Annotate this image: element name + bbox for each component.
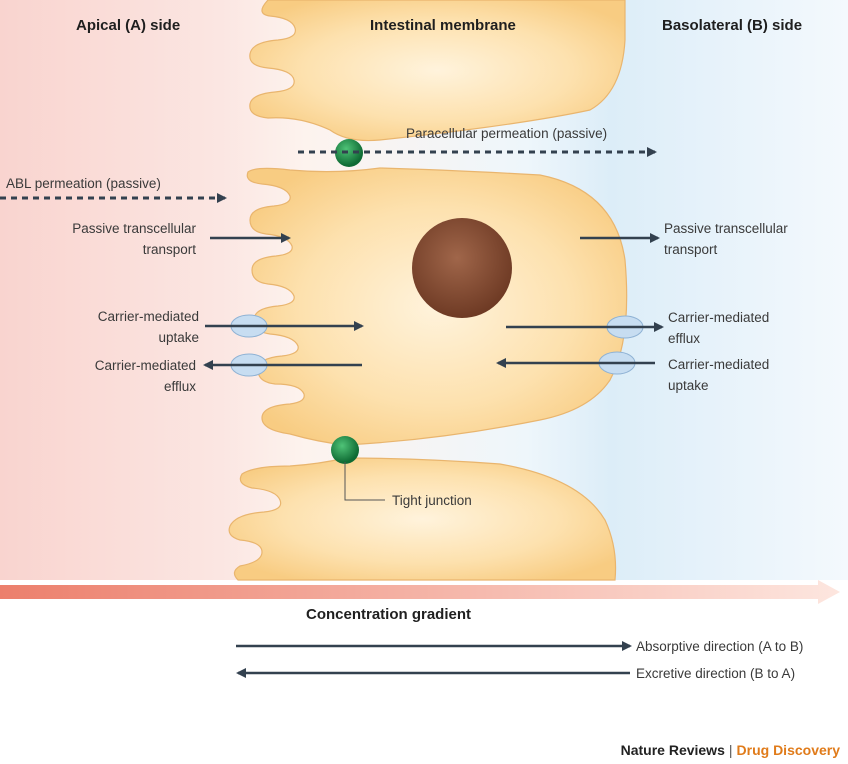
label-carrier-uptake-left-line2: uptake (158, 330, 199, 345)
header-apical: Apical (A) side (76, 17, 180, 34)
tight-junction-leader (344, 462, 385, 501)
header-basolateral: Basolateral (B) side (662, 17, 802, 34)
concentration-gradient-arrow (0, 580, 840, 604)
label-passive-left-line2: transport (143, 242, 197, 257)
label-carrier-uptake-right-line2: uptake (668, 378, 709, 393)
footer-separator: | (728, 742, 733, 758)
label-passive-right-line2: transport (664, 242, 718, 257)
label-absorptive-direction: Absorptive direction (A to B) (636, 639, 803, 654)
tight-junction-bottom (331, 436, 359, 464)
footer-credit: Nature Reviews|Drug Discovery (621, 742, 840, 758)
label-carrier-uptake-left-line1: Carrier-mediated (98, 309, 199, 324)
epithelial-cell-top (249, 0, 626, 142)
label-excretive-direction: Excretive direction (B to A) (636, 666, 795, 681)
nucleus (412, 218, 512, 318)
label-carrier-efflux-left-line1: Carrier-mediated (95, 358, 196, 373)
label-carrier-uptake-right-line1: Carrier-mediated (668, 357, 769, 372)
label-passive-left-line1: Passive transcellular (72, 221, 196, 236)
label-abl: ABL permeation (passive) (6, 176, 161, 191)
label-tight-junction: Tight junction (392, 493, 472, 508)
epithelial-cell-bottom (228, 457, 617, 581)
label-carrier-efflux-left-line2: efflux (164, 379, 196, 394)
header-membrane: Intestinal membrane (370, 17, 516, 34)
footer-brand-nature-reviews: Nature Reviews (620, 742, 725, 758)
label-passive-right-line1: Passive transcellular (664, 221, 788, 236)
label-carrier-efflux-right-line1: Carrier-mediated (668, 310, 769, 325)
label-concentration-gradient: Concentration gradient (306, 606, 471, 623)
tight-junction-top (335, 139, 363, 167)
label-carrier-efflux-right-line2: efflux (668, 331, 700, 346)
footer-brand-drug-discovery: Drug Discovery (736, 742, 840, 758)
label-paracellular: Paracellular permeation (passive) (406, 126, 607, 141)
